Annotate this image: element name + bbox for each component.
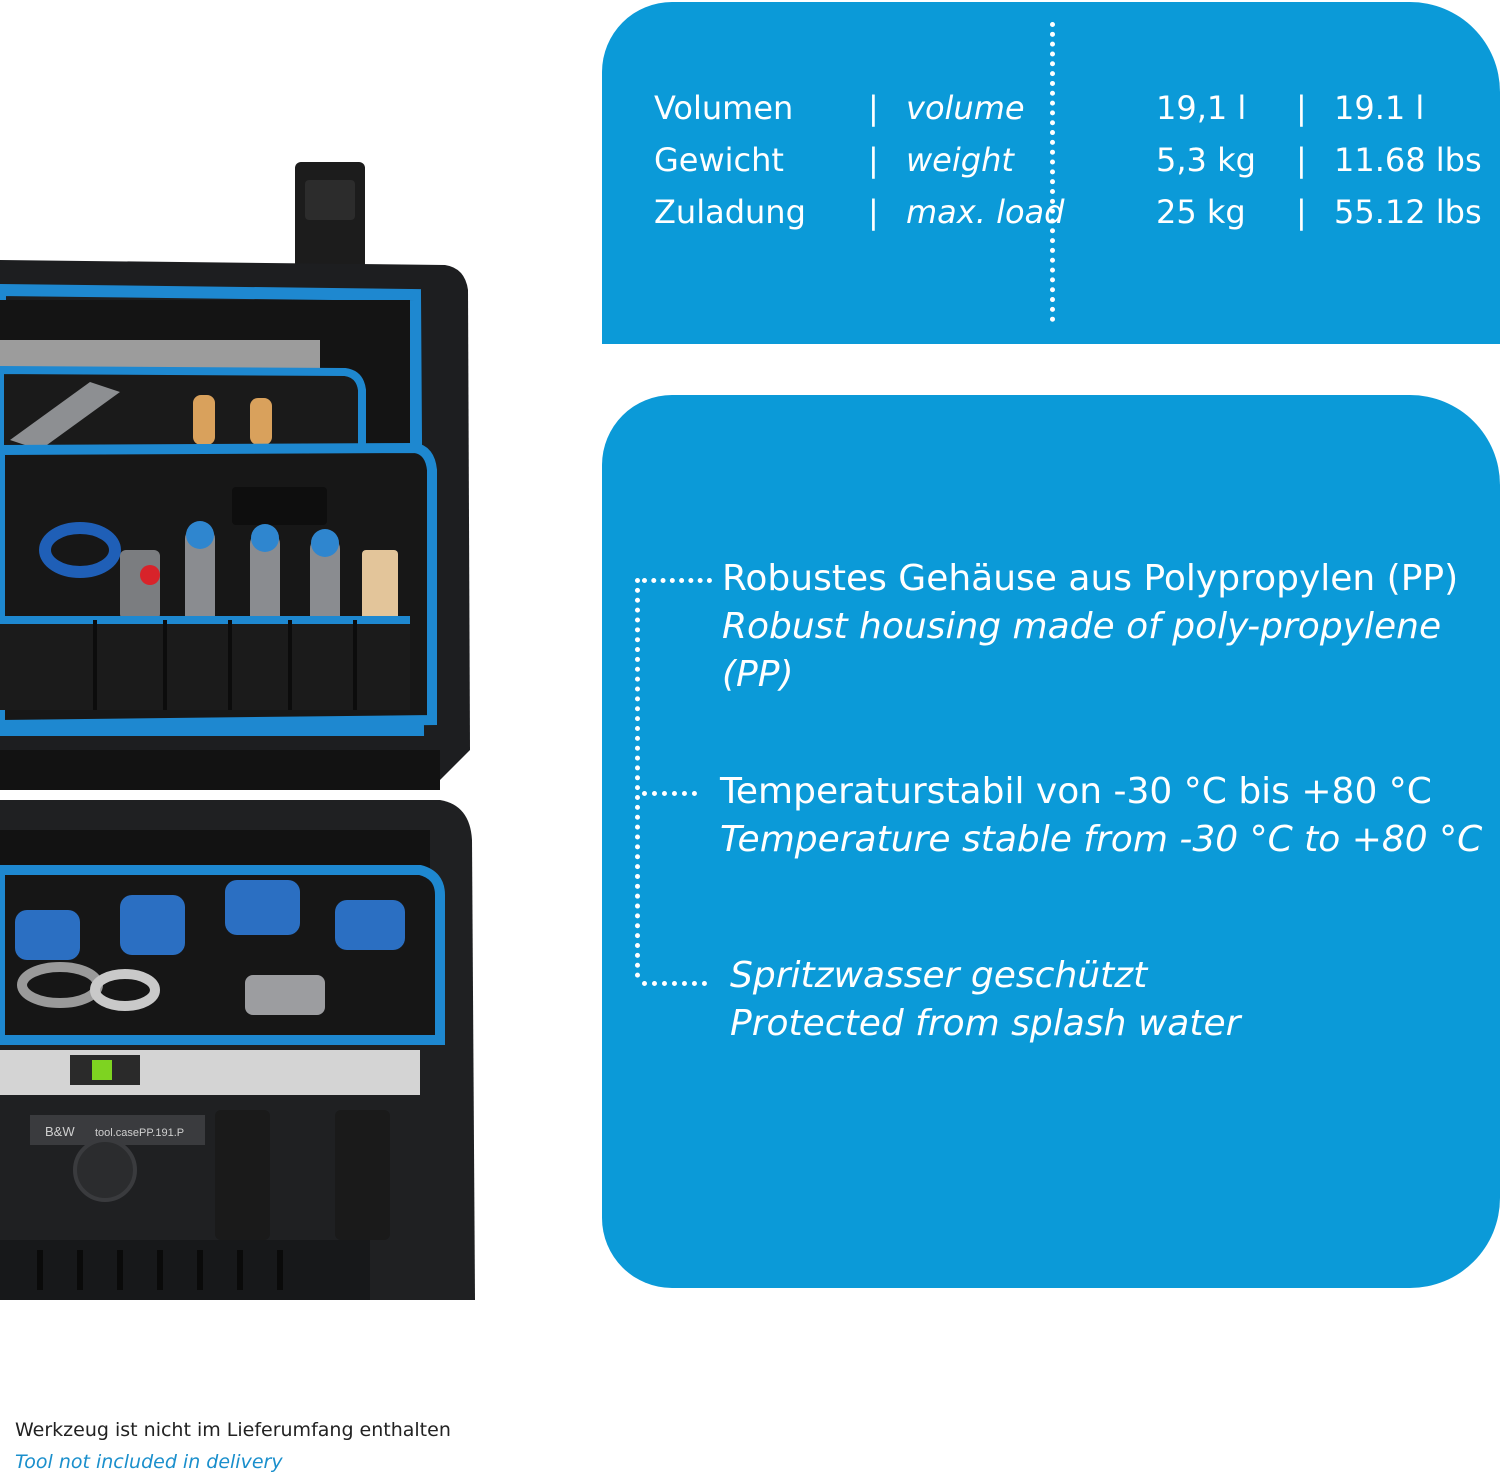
specs-divider bbox=[1050, 22, 1055, 322]
spec-label-de: Volumen bbox=[654, 89, 794, 127]
feature-text-de: Spritzwasser geschützt bbox=[730, 955, 1148, 996]
spec-label-en: max. load bbox=[906, 193, 1065, 231]
spec-value-metric: 25 kg bbox=[1156, 193, 1246, 231]
separator: | bbox=[1296, 89, 1307, 127]
specs-panel: Volumen | volume 19,1 l | 19.1 l Gewicht… bbox=[602, 2, 1500, 344]
feature-temperature: Temperaturstabil von -30 °C bis +80 °C T… bbox=[720, 768, 1482, 864]
spec-label-de: Gewicht bbox=[654, 141, 784, 179]
feature-connector-line bbox=[635, 578, 640, 978]
separator: | bbox=[1296, 141, 1307, 179]
svg-text:tool.casePP.191.P: tool.casePP.191.P bbox=[95, 1127, 184, 1139]
feature-text-en: Robust housing made of poly-propylene bbox=[722, 606, 1442, 647]
feature-text-en: Protected from splash water bbox=[730, 1003, 1241, 1044]
feature-housing: Robustes Gehäuse aus Polypropylen (PP) R… bbox=[722, 555, 1458, 699]
spec-value-metric: 5,3 kg bbox=[1156, 141, 1256, 179]
spec-label-en: volume bbox=[906, 89, 1025, 127]
feature-text-en-cont: (PP) bbox=[722, 654, 794, 695]
spec-value-imperial: 11.68 lbs bbox=[1334, 141, 1482, 179]
footnote-en: Tool not included in delivery bbox=[15, 1451, 283, 1473]
feature-text-de: Robustes Gehäuse aus Polypropylen (PP) bbox=[722, 558, 1459, 599]
spec-label-en: weight bbox=[906, 141, 1014, 179]
footnote-de: Werkzeug ist nicht im Lieferumfang entha… bbox=[15, 1419, 451, 1441]
spec-row-volume: Volumen | volume 19,1 l | 19.1 l bbox=[654, 82, 1484, 134]
case-nameplate bbox=[30, 1115, 205, 1145]
separator: | bbox=[868, 141, 879, 179]
separator: | bbox=[1296, 193, 1307, 231]
spec-row-max-load: Zuladung | max. load 25 kg | 55.12 lbs bbox=[654, 186, 1484, 238]
separator: | bbox=[868, 193, 879, 231]
features-panel: Robustes Gehäuse aus Polypropylen (PP) R… bbox=[602, 395, 1500, 1288]
spec-row-weight: Gewicht | weight 5,3 kg | 11.68 lbs bbox=[654, 134, 1484, 186]
spec-value-metric: 19,1 l bbox=[1156, 89, 1247, 127]
feature-connector-tick bbox=[642, 791, 697, 796]
feature-connector-tick bbox=[642, 981, 707, 986]
tool-case-image: B&W tool.casePP.191.P bbox=[0, 162, 475, 1300]
svg-text:B&W: B&W bbox=[45, 1124, 75, 1139]
spec-label-de: Zuladung bbox=[654, 193, 806, 231]
pressure-valve bbox=[73, 1138, 137, 1202]
feature-text-de: Temperaturstabil von -30 °C bis +80 °C bbox=[720, 771, 1432, 812]
spec-value-imperial: 55.12 lbs bbox=[1334, 193, 1482, 231]
spec-value-imperial: 19.1 l bbox=[1334, 89, 1425, 127]
separator: | bbox=[868, 89, 879, 127]
feature-text-en: Temperature stable from -30 °C to +80 °C bbox=[720, 819, 1483, 860]
feature-splash-water: Spritzwasser geschützt Protected from sp… bbox=[730, 952, 1240, 1048]
feature-connector-tick bbox=[642, 578, 712, 583]
footnote: Werkzeug ist nicht im Lieferumfang entha… bbox=[15, 1414, 451, 1478]
